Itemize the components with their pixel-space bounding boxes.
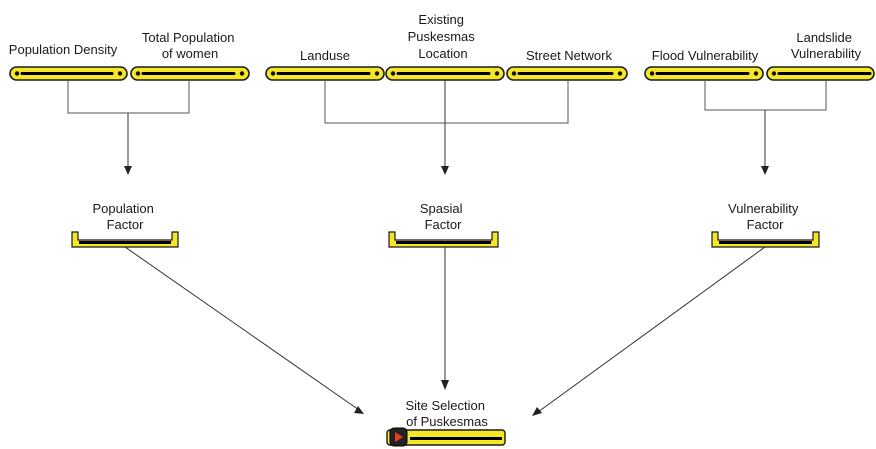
connector-spasial-group	[324, 80, 569, 175]
input-pill-existing-puskesmas[interactable]	[385, 66, 505, 81]
factor-tray-spasial[interactable]	[388, 231, 499, 248]
factor-tray-vulnerability[interactable]	[711, 231, 820, 248]
arrow-spasial-to-output	[441, 247, 449, 390]
input-pill-landuse[interactable]	[265, 66, 385, 81]
label-line: Puskesmas	[408, 29, 476, 44]
label-population-density: Population Density	[9, 42, 118, 57]
label-vulnerability-factor: Vulnerability Factor	[728, 201, 802, 232]
input-pill-landslide-vulnerability[interactable]	[766, 66, 875, 81]
label-street-network: Street Network	[526, 48, 612, 63]
label-existing-puskesmas: Existing Puskesmas Location	[408, 12, 479, 61]
connector-population-group	[67, 80, 190, 175]
label-landuse: Landuse	[300, 48, 350, 63]
label-population-factor: Population Factor	[92, 201, 157, 232]
label-site-selection: Site Selection of Puskesmas	[405, 398, 488, 429]
label-line: Existing	[418, 12, 464, 27]
label-line: Vulnerability	[791, 46, 862, 61]
factor-tray-population[interactable]	[71, 231, 179, 248]
label-line: Vulnerability	[728, 201, 799, 216]
connector-vulnerability-group	[704, 80, 827, 175]
arrow-population-to-output	[124, 246, 364, 414]
input-pill-street-network[interactable]	[506, 66, 628, 81]
label-line: of Puskesmas	[406, 414, 488, 429]
label-line: Factor	[107, 217, 145, 232]
label-total-population-women: Total Population of women	[142, 30, 238, 61]
label-spasial-factor: Spasial Factor	[420, 201, 466, 232]
label-flood-vulnerability: Flood Vulnerability	[652, 48, 759, 63]
label-line: Landslide	[796, 30, 852, 45]
label-line: Total Population	[142, 30, 235, 45]
label-line: Population	[92, 201, 153, 216]
arrow-vulnerability-to-output	[532, 246, 766, 416]
label-line: Location	[418, 46, 467, 61]
input-pill-total-population-women[interactable]	[130, 66, 250, 81]
output-site-selection[interactable]	[386, 427, 506, 447]
label-line: Spasial	[420, 201, 463, 216]
label-line: Factor	[747, 217, 785, 232]
label-line: Factor	[425, 217, 463, 232]
play-icon	[395, 432, 403, 442]
label-landslide-vulnerability: Landslide Vulnerability	[791, 30, 862, 61]
label-line: of women	[162, 46, 218, 61]
input-pill-flood-vulnerability[interactable]	[644, 66, 764, 81]
input-pill-population-density[interactable]	[9, 66, 128, 81]
label-line: Site Selection	[405, 398, 485, 413]
